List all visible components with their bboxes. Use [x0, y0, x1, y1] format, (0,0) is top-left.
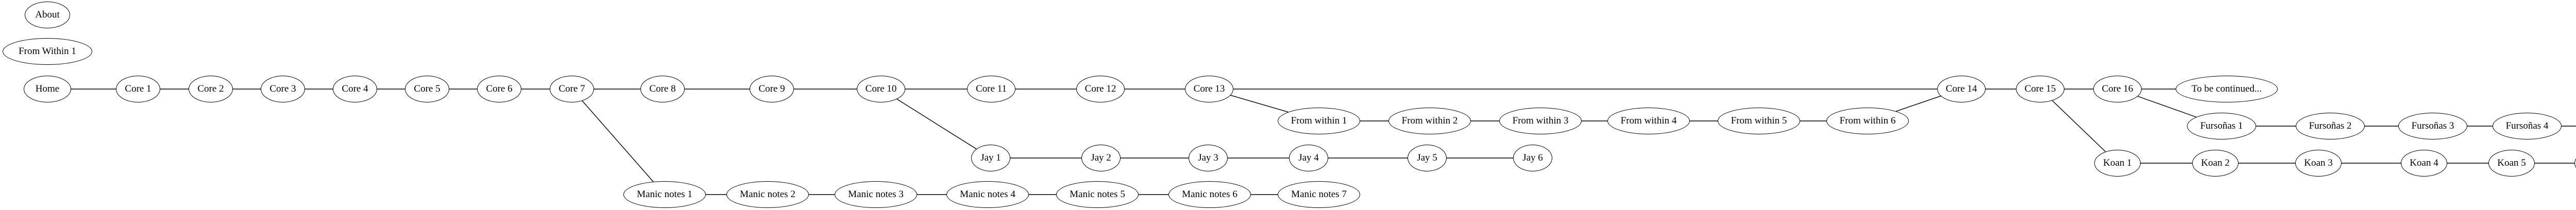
node-core-1: Core 1 — [116, 76, 160, 102]
node-from-within-2: From within 2 — [1388, 108, 1471, 134]
node-core-11: Core 11 — [967, 76, 1015, 102]
node-koan-4: Koan 4 — [2401, 150, 2447, 177]
node-fursonas-2: Fursoñas 2 — [2296, 113, 2365, 139]
edge-core-7-manic-notes-1 — [582, 100, 654, 182]
node-manic-notes-1: Manic notes 1 — [623, 181, 706, 208]
node-from-within-4: From within 4 — [1607, 108, 1690, 134]
node-about: About — [25, 2, 70, 28]
edge-core-16-fursonas-1 — [2138, 96, 2196, 118]
edge-core-15-koan-1 — [2052, 100, 2106, 152]
node-core-10: Core 10 — [857, 76, 905, 102]
edge-core-10-jay-1 — [896, 98, 977, 149]
node-manic-notes-3: Manic notes 3 — [835, 181, 917, 208]
node-koan-5: Koan 5 — [2488, 150, 2535, 177]
node-from-within-5: From within 5 — [1718, 108, 1800, 134]
node-core-4: Core 4 — [333, 76, 377, 102]
node-to-be-continued: To be continued... — [2176, 76, 2278, 102]
node-koan-1: Koan 1 — [2094, 150, 2141, 177]
node-core-9: Core 9 — [750, 76, 794, 102]
node-from-within-6: From within 6 — [1826, 108, 1909, 134]
node-core-15: Core 15 — [2016, 76, 2064, 102]
node-from-within-1: From within 1 — [1278, 108, 1360, 134]
node-manic-notes-2: Manic notes 2 — [726, 181, 809, 208]
node-core-7: Core 7 — [550, 76, 594, 102]
node-jay-6: Jay 6 — [1513, 145, 1552, 171]
node-manic-notes-5: Manic notes 5 — [1056, 181, 1139, 208]
node-core-13: Core 13 — [1185, 76, 1233, 102]
node-from-within-1-top: From Within 1 — [3, 38, 92, 65]
node-home: Home — [24, 76, 71, 102]
node-fursonas-4: Fursoñas 4 — [2493, 113, 2562, 139]
node-manic-notes-7: Manic notes 7 — [1278, 181, 1360, 208]
node-core-5: Core 5 — [405, 76, 449, 102]
node-manic-notes-4: Manic notes 4 — [946, 181, 1029, 208]
node-core-2: Core 2 — [189, 76, 233, 102]
node-core-6: Core 6 — [477, 76, 521, 102]
node-koan-2: Koan 2 — [2192, 150, 2239, 177]
node-fursonas-1: Fursoñas 1 — [2187, 113, 2256, 139]
node-core-8: Core 8 — [640, 76, 685, 102]
edge-core-13-from-within-1 — [1230, 95, 1289, 113]
node-core-16: Core 16 — [2093, 76, 2142, 102]
node-jay-3: Jay 3 — [1189, 145, 1228, 171]
node-koan-3: Koan 3 — [2295, 150, 2342, 177]
node-core-3: Core 3 — [261, 76, 305, 102]
node-manic-notes-6: Manic notes 6 — [1168, 181, 1251, 208]
node-from-within-3: From within 3 — [1499, 108, 1582, 134]
node-jay-2: Jay 2 — [1081, 145, 1121, 171]
node-jay-4: Jay 4 — [1289, 145, 1328, 171]
edge-from-within-6-core-14 — [1895, 95, 1941, 112]
node-fursonas-3: Fursoñas 3 — [2398, 113, 2467, 139]
node-jay-5: Jay 5 — [1408, 145, 1447, 171]
node-core-14: Core 14 — [1937, 76, 1986, 102]
node-core-12: Core 12 — [1076, 76, 1125, 102]
node-jay-1: Jay 1 — [971, 145, 1010, 171]
